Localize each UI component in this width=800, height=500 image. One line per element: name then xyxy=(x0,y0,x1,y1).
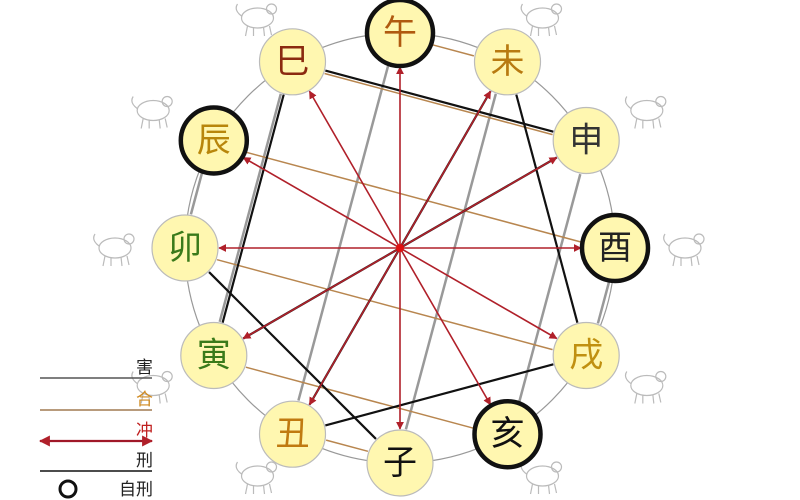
monkey-icon xyxy=(624,95,667,129)
legend-item-hai: 害 xyxy=(40,358,153,379)
goat-icon xyxy=(520,3,563,37)
branch-node: 申 xyxy=(552,106,620,175)
snake-icon xyxy=(235,3,278,37)
branch-char: 巳 xyxy=(276,42,310,82)
self-xing-ring xyxy=(178,105,250,176)
xing-line-子-卯 xyxy=(208,271,377,440)
branch-char: 丑 xyxy=(276,414,310,454)
node-circle xyxy=(258,28,327,96)
dragon-icon xyxy=(131,95,173,129)
branch-node: 未 xyxy=(473,28,542,96)
legend-label: 合 xyxy=(136,390,153,410)
branch-node: 午 xyxy=(364,0,436,69)
node-circle xyxy=(180,321,248,390)
self-xing-ring xyxy=(472,398,543,470)
branch-char: 子 xyxy=(383,443,417,483)
branch-char: 午 xyxy=(383,13,417,53)
branch-node: 卯 xyxy=(151,214,219,282)
self-xing-ring xyxy=(364,0,436,69)
node-circle xyxy=(552,106,620,175)
node-circle xyxy=(151,214,219,282)
node-circle xyxy=(366,429,434,497)
he-line-子-丑 xyxy=(325,439,369,453)
legend-label: 自刑 xyxy=(119,480,153,500)
pig-icon xyxy=(520,461,563,495)
hai-line-子-未 xyxy=(404,93,498,430)
self-xing-ring xyxy=(579,212,651,284)
hai-line-卯-辰 xyxy=(189,172,204,215)
branch-node: 丑 xyxy=(258,400,327,468)
legend-item-self_xing: 自刑 xyxy=(58,479,153,500)
legend-item-xing: 刑 xyxy=(40,451,153,472)
branch-node: 子 xyxy=(366,429,434,497)
branch-char: 寅 xyxy=(197,336,231,376)
legend-item-chong: 冲 xyxy=(38,421,154,447)
branch-node: 戌 xyxy=(552,321,620,390)
branch-node: 寅 xyxy=(180,321,248,390)
hai-line-酉-戌 xyxy=(596,281,611,324)
branch-char: 辰 xyxy=(197,121,231,161)
branch-char: 戌 xyxy=(569,336,603,376)
legend-label: 害 xyxy=(136,358,153,378)
branch-node: 辰 xyxy=(178,105,250,176)
center-dot xyxy=(396,244,404,252)
dog-icon xyxy=(624,370,667,404)
legend-label: 冲 xyxy=(136,421,153,441)
node-circle xyxy=(473,28,542,96)
branch-node: 巳 xyxy=(258,28,327,96)
branch-node: 酉 xyxy=(579,212,651,284)
rooster-icon xyxy=(663,233,705,267)
self-xing-circle-icon xyxy=(58,479,78,499)
node-circle xyxy=(552,321,620,390)
node-circle xyxy=(258,400,327,468)
he-line-午-未 xyxy=(431,43,475,57)
rabbit-icon xyxy=(93,233,135,267)
branch-char: 卯 xyxy=(168,228,202,268)
branch-node: 亥 xyxy=(472,398,543,470)
legend-label: 刑 xyxy=(136,451,153,471)
he-line-辰-酉 xyxy=(245,151,582,243)
ox-icon xyxy=(235,461,278,495)
legend-item-he: 合 xyxy=(40,390,153,411)
tiger-icon xyxy=(131,370,173,404)
branch-char: 未 xyxy=(491,42,525,82)
branch-char: 酉 xyxy=(598,228,632,268)
branch-char: 申 xyxy=(569,121,603,161)
branch-char: 亥 xyxy=(491,414,525,454)
